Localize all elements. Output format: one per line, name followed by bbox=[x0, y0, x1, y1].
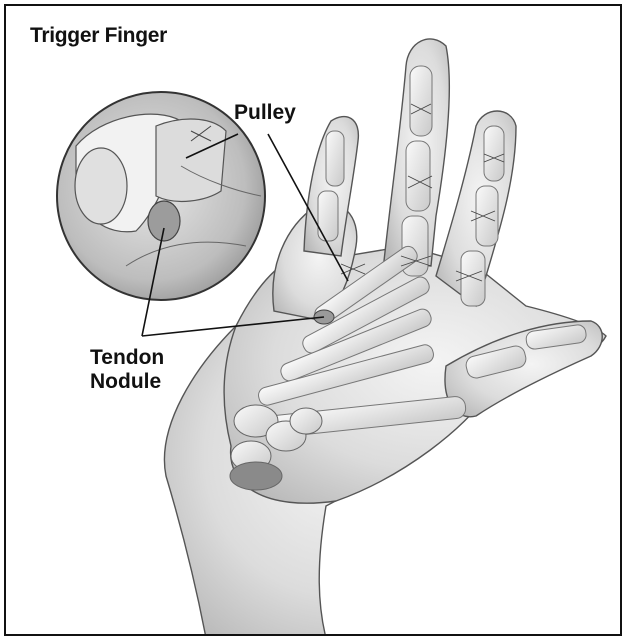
tendon-label-line2: Nodule bbox=[90, 370, 164, 394]
figure-title: Trigger Finger bbox=[30, 24, 167, 48]
hand-illustration bbox=[6, 6, 622, 636]
figure-frame: Trigger Finger Pulley Tendon Nodule bbox=[4, 4, 622, 636]
tendon-nodule-label: Tendon Nodule bbox=[90, 346, 164, 394]
tendon-label-line1: Tendon bbox=[90, 346, 164, 370]
pulley-label: Pulley bbox=[234, 101, 296, 125]
